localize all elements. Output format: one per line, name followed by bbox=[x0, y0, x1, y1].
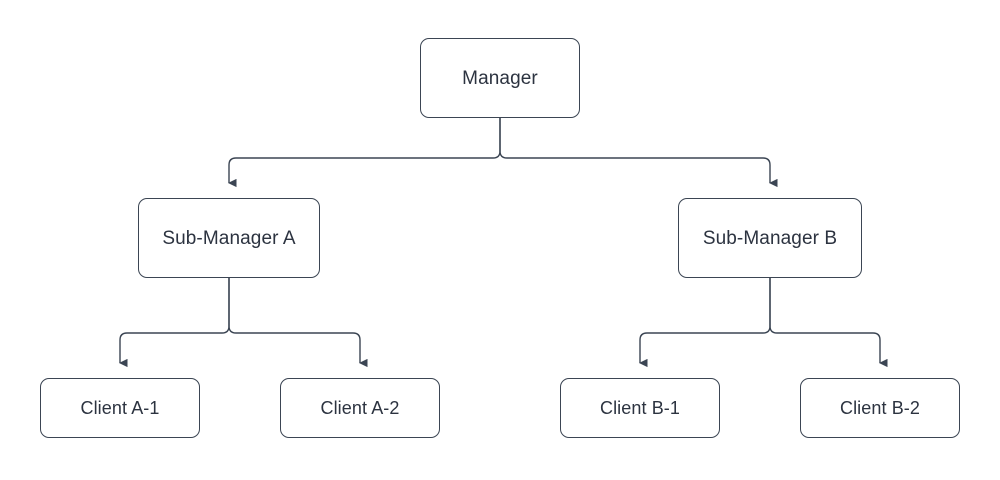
edge-sub-b-to-client-b2 bbox=[769, 278, 888, 368]
node-client-a-2-label: Client A-2 bbox=[320, 398, 400, 418]
node-client-a-2[interactable]: Client A-2 bbox=[280, 378, 440, 438]
node-client-b-2-label: Client B-2 bbox=[839, 398, 921, 418]
node-sub-manager-b[interactable]: Sub-Manager B bbox=[678, 198, 862, 278]
node-sub-manager-b-label: Sub-Manager B bbox=[702, 227, 838, 249]
node-sub-manager-a-label: Sub-Manager A bbox=[162, 227, 296, 249]
node-client-b-1-label: Client B-1 bbox=[599, 398, 681, 418]
node-client-a-1-label: Client A-1 bbox=[80, 398, 160, 418]
edge-manager-to-sub-a bbox=[227, 118, 501, 188]
edge-sub-b-to-client-b1 bbox=[638, 278, 771, 368]
node-client-a-1[interactable]: Client A-1 bbox=[40, 378, 200, 438]
node-sub-manager-a[interactable]: Sub-Manager A bbox=[138, 198, 320, 278]
edge-manager-to-sub-b bbox=[499, 118, 778, 188]
node-client-b-1[interactable]: Client B-1 bbox=[560, 378, 720, 438]
node-manager-label: Manager bbox=[462, 67, 538, 89]
edge-sub-a-to-client-a1 bbox=[118, 278, 230, 368]
node-manager[interactable]: Manager bbox=[420, 38, 580, 118]
edge-sub-a-to-client-a2 bbox=[228, 278, 368, 368]
node-client-b-2[interactable]: Client B-2 bbox=[800, 378, 960, 438]
